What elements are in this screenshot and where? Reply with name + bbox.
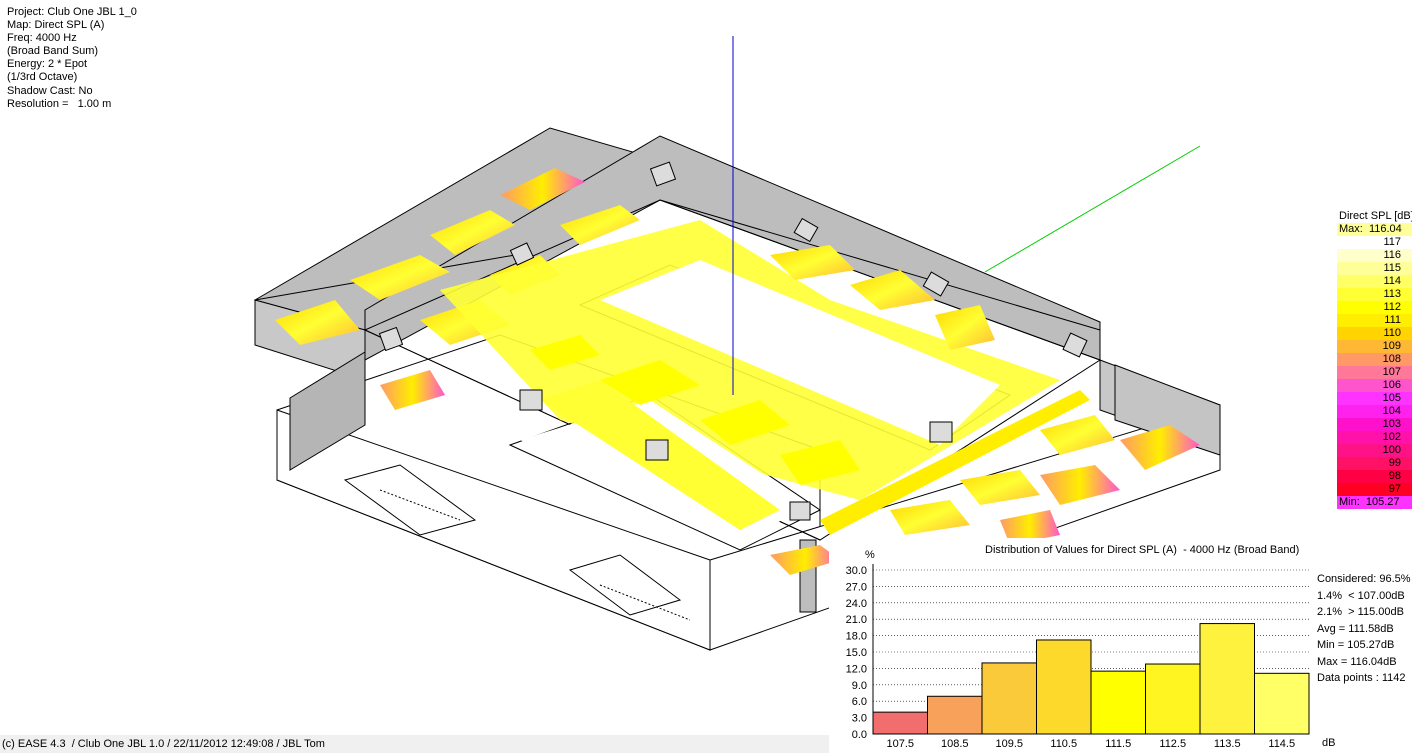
x-tick-label: 110.5 <box>1050 738 1077 750</box>
legend-step: 105 <box>1337 392 1412 405</box>
spl-map <box>275 168 1200 575</box>
y-tick-label: 18.0 <box>846 631 867 643</box>
histogram-title: Distribution of Values for Direct SPL (A… <box>985 544 1300 556</box>
histogram-bar <box>1199 623 1255 735</box>
legend-max: Max: 116.04 <box>1337 223 1412 236</box>
y-tick-label: 30.0 <box>846 565 867 577</box>
legend-step: 115 <box>1337 262 1412 275</box>
legend-step: 107 <box>1337 366 1412 379</box>
info-project: Project: Club One JBL 1_0 <box>7 6 137 18</box>
stat-avg: Avg = 111.58dB <box>1317 622 1394 635</box>
legend-step: 114 <box>1337 275 1412 288</box>
x-tick-label: 111.5 <box>1105 738 1131 750</box>
legend-step: 97 <box>1337 483 1412 496</box>
info-energy: Energy: 2 * Epot <box>7 58 88 71</box>
legend-step: 109 <box>1337 340 1412 353</box>
info-map: Map: Direct SPL (A) <box>7 19 105 32</box>
y-tick-label: 9.0 <box>852 680 867 692</box>
histogram-bar <box>872 711 928 735</box>
histogram-bar <box>981 662 1037 735</box>
stat-considered: Considered: 96.5% <box>1317 573 1411 585</box>
info-broadband: (Broad Band Sum) <box>7 45 99 58</box>
histogram-bar <box>1090 670 1146 735</box>
legend-step: 100 <box>1337 444 1412 457</box>
stat-datapoints: Data points : 1142 <box>1317 672 1406 684</box>
legend-step: 104 <box>1337 405 1412 418</box>
legend-step: 110 <box>1337 327 1412 340</box>
histogram-bar <box>1145 663 1201 735</box>
info-shadow: Shadow Cast: No <box>7 84 93 97</box>
legend-step: 106 <box>1337 379 1412 392</box>
project-info: Project: Club One JBL 1_0 Map: Direct SP… <box>7 6 137 111</box>
legend-step: 111 <box>1337 314 1412 327</box>
histogram-bar <box>1036 639 1092 735</box>
y-tick-label: 24.0 <box>846 598 867 610</box>
y-tick-label: 21.0 <box>846 614 867 626</box>
legend-min: Min: 105.27 <box>1337 496 1412 509</box>
histogram-stats: Considered: 96.5% 1.4% < 107.00dB 2.1% >… <box>1317 571 1411 687</box>
stat-max: Max = 116.04dB <box>1317 655 1397 668</box>
legend-title: Direct SPL [dB] <box>1339 210 1412 222</box>
status-bar: (c) EASE 4.3 / Club One JBL 1.0 / 22/11/… <box>0 735 829 753</box>
legend-step: 99 <box>1337 457 1412 470</box>
y-tick-label: 12.0 <box>846 663 867 675</box>
x-tick-label: 114.5 <box>1268 738 1295 750</box>
axes <box>732 36 1201 395</box>
x-tick-label: 112.5 <box>1159 738 1186 750</box>
legend-step: 98 <box>1337 470 1412 483</box>
speaker-icons <box>378 161 1088 521</box>
y-tick-label: 6.0 <box>852 696 867 708</box>
stat-min: Min = 105.27dB <box>1317 639 1395 651</box>
x-tick-label: 109.5 <box>995 738 1023 750</box>
histogram-y-unit: % <box>865 549 875 561</box>
legend-step: 116 <box>1337 249 1412 262</box>
x-tick-label: 107.5 <box>886 738 914 750</box>
y-tick-label: 0.0 <box>852 729 867 741</box>
histogram-plot: 30.0 27.0 24.0 21.0 18.0 15.0 12.0 9.0 6.0 3.0 0.0… <box>846 564 1310 750</box>
legend-step: 117 <box>1337 236 1412 249</box>
stat-above: 2.1% > 115.00dB <box>1317 606 1404 618</box>
y-tick-label: 15.0 <box>846 647 867 659</box>
x-tick-label: 113.5 <box>1214 738 1241 750</box>
legend-step: 113 <box>1337 288 1412 301</box>
x-tick-label: 108.5 <box>941 738 969 750</box>
stat-below: 1.4% < 107.00dB <box>1317 589 1405 602</box>
histogram-bar <box>1254 672 1310 735</box>
info-freq: Freq: 4000 Hz <box>7 32 77 45</box>
info-octave: (1/3rd Octave) <box>7 71 78 84</box>
info-resolution: Resolution = 1.00 m <box>7 97 112 110</box>
distribution-histogram: Distribution of Values for Direct SPL (A… <box>829 538 1412 753</box>
histogram-bar <box>927 695 983 735</box>
y-tick-label: 3.0 <box>852 713 867 725</box>
legend-step: 102 <box>1337 431 1412 444</box>
histogram-x-unit: dB <box>1322 737 1336 749</box>
y-tick-label: 27.0 <box>846 581 867 593</box>
legend-step: 112 <box>1337 301 1412 314</box>
legend-step: 103 <box>1337 418 1412 431</box>
legend-step: 108 <box>1337 353 1412 366</box>
